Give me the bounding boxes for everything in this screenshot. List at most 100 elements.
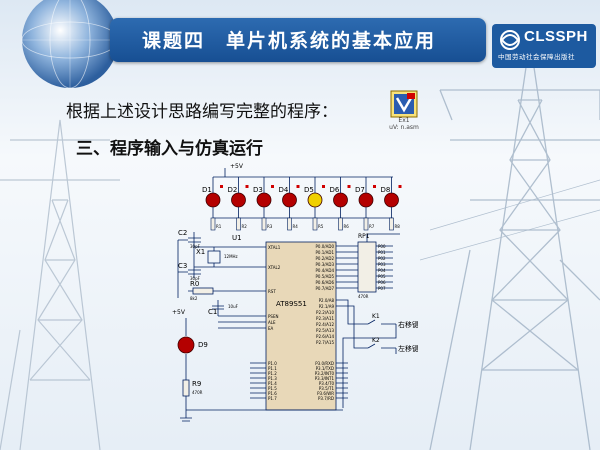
led-body bbox=[282, 192, 297, 208]
led-resistor bbox=[261, 217, 267, 231]
r9-value: 470R bbox=[192, 390, 203, 395]
crystal-value: 12MHz bbox=[224, 254, 238, 259]
chip-pin-label: P2.1/A9 bbox=[319, 304, 335, 309]
logo-text: CLSSPH bbox=[524, 28, 588, 45]
led-resistor bbox=[312, 217, 318, 231]
chip-pin-label: P02 bbox=[378, 256, 386, 261]
chip-pin-label: P1.5 bbox=[268, 386, 277, 391]
chip-pin-label: P2.0/A8 bbox=[319, 298, 335, 303]
tower-right bbox=[419, 39, 600, 450]
switch-k1-label: 右移键 bbox=[398, 320, 418, 329]
r9-ref: R9 bbox=[192, 380, 201, 388]
led-d9 bbox=[177, 336, 195, 354]
vcc-label: +5V bbox=[230, 163, 244, 170]
led-body bbox=[358, 192, 374, 208]
switch-k2-ref: K2 bbox=[372, 337, 380, 344]
r0-value: 8k2 bbox=[190, 296, 198, 301]
led-resistor bbox=[363, 217, 369, 231]
cap-c2-value: 30pF bbox=[190, 244, 201, 249]
led-body bbox=[231, 192, 246, 208]
file-icon-label-line2: uV: n.asm bbox=[389, 124, 419, 131]
cap-c1-ref: C1 bbox=[208, 308, 217, 316]
switch-k2-label: 左移键 bbox=[398, 344, 418, 353]
led-resistor bbox=[236, 217, 241, 231]
led-resistor-label: R8 bbox=[395, 224, 401, 229]
chip-pin-label: P0.3/AD3 bbox=[316, 262, 335, 267]
vcc2-label: +5V bbox=[172, 309, 186, 316]
chip-pin-label: P03 bbox=[378, 262, 386, 267]
chip-pin-label: P3.6/WR bbox=[317, 391, 334, 396]
led-resistor-label: R2 bbox=[242, 224, 248, 229]
crystal-ref: X1 bbox=[196, 248, 205, 256]
chip-ref: U1 bbox=[232, 234, 242, 242]
tower-left bbox=[0, 119, 120, 450]
chip-pin-label: P3.5/T1 bbox=[319, 386, 335, 391]
chip-p3-pins: P3.0/RXDP3.1/TXDP3.2/INT0P3.3/INT1P3.4/T… bbox=[315, 361, 335, 401]
chip-pin-label: P2.7/A15 bbox=[316, 340, 334, 345]
chip-pin-label: P3.4/T0 bbox=[319, 381, 335, 386]
page-title: 课题四 单片机系统的基本应用 bbox=[142, 30, 437, 52]
led-body bbox=[307, 192, 323, 208]
chip-pin-label: P1.2 bbox=[268, 371, 277, 376]
chip-pin-label: P0.0/AD0 bbox=[316, 244, 335, 249]
chip-pin-label: P1.6 bbox=[268, 391, 277, 396]
chip-pin-label: P05 bbox=[378, 274, 386, 279]
led-body bbox=[205, 192, 221, 208]
chip-p1-pins: P1.0P1.1P1.2P1.3P1.4P1.5P1.6P1.7 bbox=[268, 361, 277, 401]
led-label: D4 bbox=[279, 186, 289, 194]
chip-left-pins: XTAL1 XTAL2 RST PSEN ALE EA bbox=[268, 245, 281, 331]
chip-pin-label: P1.4 bbox=[268, 381, 277, 386]
led-label: D5 bbox=[304, 186, 314, 194]
led-resistor-label: R1 bbox=[216, 224, 222, 229]
chip-pin-label: P0.2/AD2 bbox=[316, 256, 335, 261]
chip-p2-pins: P2.0/A8P2.1/A9P2.2/A10P2.3/A11P2.4/A12P2… bbox=[316, 298, 334, 345]
pin-ea: EA bbox=[268, 326, 274, 331]
chip-pin-label: P3.0/RXD bbox=[315, 361, 334, 366]
chip-pin-label: P01 bbox=[378, 250, 386, 255]
chip-pin-label: P2.3/A11 bbox=[316, 316, 334, 321]
led-resistor-label: R3 bbox=[267, 224, 273, 229]
file-icon-label-line1: Ex1 bbox=[398, 117, 410, 124]
led-resistor-label: R7 bbox=[369, 224, 375, 229]
led-body bbox=[384, 192, 399, 208]
r0-ref: R0 bbox=[190, 280, 199, 288]
led-body bbox=[333, 192, 348, 208]
chip-pin-label: P3.2/INT0 bbox=[315, 371, 335, 376]
chip-pin-label: P07 bbox=[378, 286, 386, 291]
file-icon-label: Ex1 uV: n.asm bbox=[382, 117, 426, 131]
cap-c1-value: 10uF bbox=[228, 304, 239, 309]
chip-pin-label: P06 bbox=[378, 280, 386, 285]
led-label: D7 bbox=[355, 186, 365, 194]
pin-ale: ALE bbox=[268, 320, 276, 325]
chip-pin-label: P00 bbox=[378, 244, 386, 249]
led-label: D2 bbox=[228, 186, 238, 194]
pin-psen: PSEN bbox=[268, 314, 278, 319]
led-label: D6 bbox=[330, 186, 340, 194]
led-label: D3 bbox=[253, 186, 263, 194]
led-resistor-label: R4 bbox=[293, 224, 299, 229]
led-label: D8 bbox=[381, 186, 391, 194]
chip-pin-label: P3.3/INT1 bbox=[315, 376, 335, 381]
chip-pin-label: P3.7/RD bbox=[318, 396, 334, 401]
program-file-icon[interactable] bbox=[390, 90, 418, 118]
d9-ref: D9 bbox=[198, 341, 208, 349]
pin-xtal2: XTAL2 bbox=[268, 265, 281, 270]
chip-pin-label: P2.6/A14 bbox=[316, 334, 334, 339]
title-bar bbox=[110, 18, 486, 62]
chip-pin-label: P3.1/TXD bbox=[316, 366, 334, 371]
chip-pin-label: P0.7/AD7 bbox=[316, 286, 335, 291]
instruction-text: 根据上述设计思路编写完整的程序： bbox=[66, 102, 338, 122]
section-heading: 三、程序输入与仿真运行 bbox=[76, 139, 263, 159]
chip-pin-label: P0.6/AD6 bbox=[316, 280, 335, 285]
chip-pin-label: P1.3 bbox=[268, 376, 277, 381]
led-resistor bbox=[389, 217, 394, 231]
